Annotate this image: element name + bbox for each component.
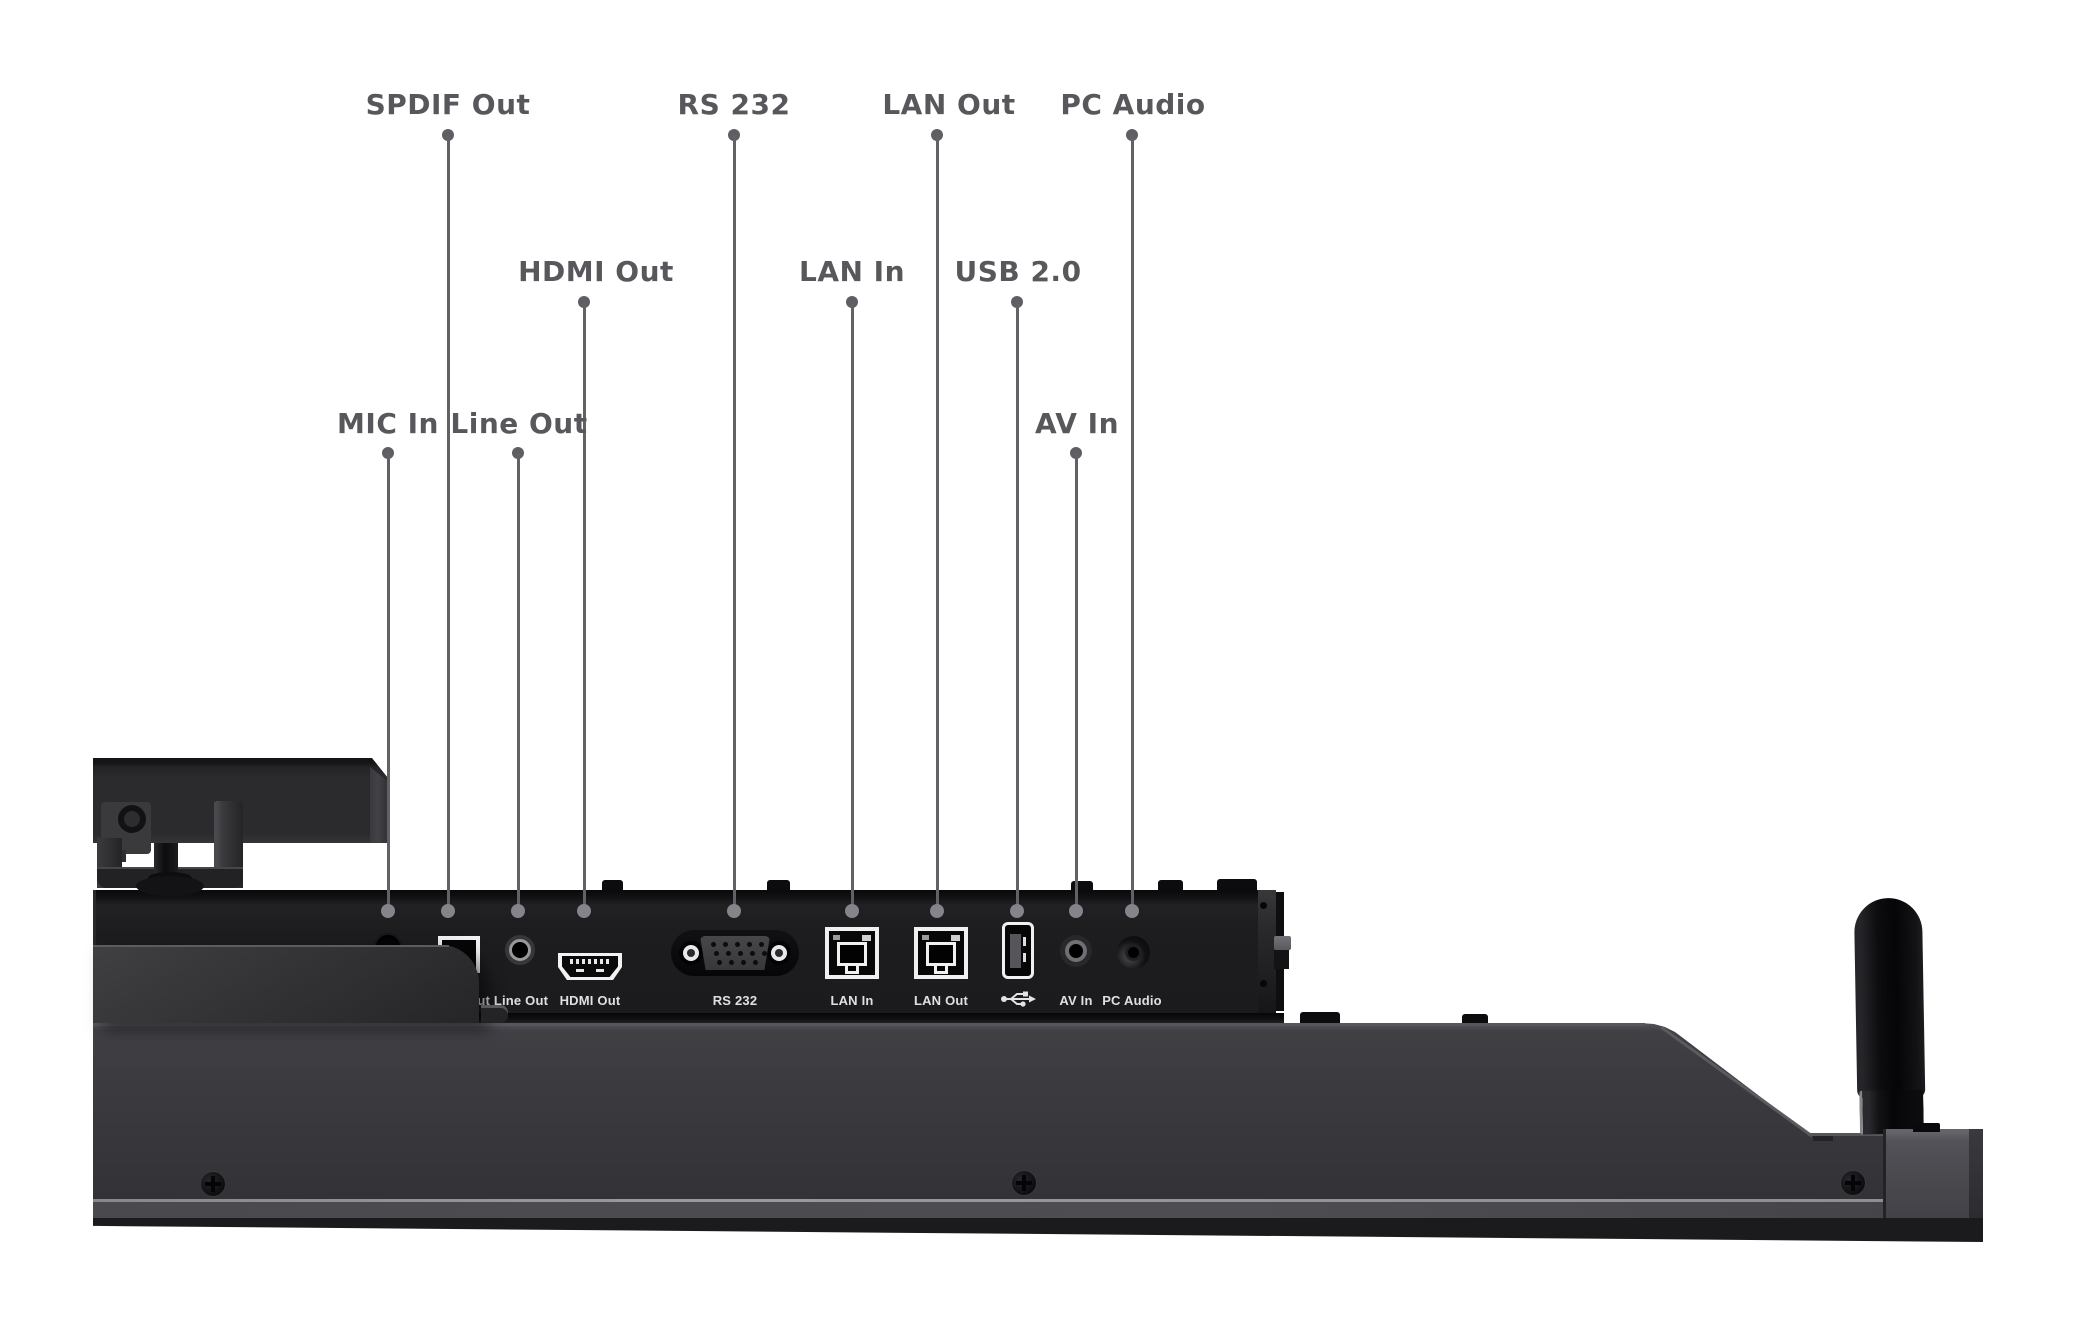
antenna-body [1853, 897, 1926, 1099]
body-bottom-dark-band [93, 1218, 1983, 1242]
body-bottom-highlight [93, 1199, 1983, 1202]
mount-base [136, 876, 204, 896]
line-out-jack [505, 935, 535, 965]
leader-line [446, 135, 450, 911]
hdmi-out-port [558, 953, 622, 980]
callout-end-dot [577, 904, 591, 918]
front-bezel-foot [481, 1008, 508, 1023]
port-label-pc-audio: PC Audio [1102, 993, 1162, 1008]
screw-icon [1260, 980, 1267, 987]
port-label-lan-out: LAN Out [913, 993, 969, 1008]
lan-out-port [914, 927, 968, 979]
callout-end-dot [1125, 904, 1139, 918]
leader-line [1074, 453, 1078, 911]
camera-soundbar-end [370, 766, 388, 843]
leader-line [386, 453, 390, 911]
callout-label-av-in: AV In [1034, 407, 1120, 440]
callout-end-dot [381, 904, 395, 918]
antenna-base-tab [1913, 1123, 1940, 1132]
lan-in-port [825, 927, 879, 979]
callout-end-dot [441, 904, 455, 918]
callout-end-dot [727, 904, 741, 918]
bar-tab [602, 880, 623, 891]
callout-label-hdmi-out: HDMI Out [518, 255, 674, 288]
body-top-edge [93, 1023, 1645, 1026]
latch-clip-lower [1274, 950, 1289, 969]
callout-label-usb: USB 2.0 [954, 255, 1082, 288]
port-label-av-in: AV In [1059, 993, 1093, 1008]
port-label-lan-in: LAN In [830, 993, 874, 1008]
callout-label-lan-out: LAN Out [882, 88, 1016, 121]
ports-bar-shadow [93, 1013, 1284, 1023]
rs232-dsub [700, 936, 770, 970]
callout-end-dot [1069, 904, 1083, 918]
screw-icon [1011, 1170, 1037, 1196]
display-body [93, 1023, 1883, 1199]
front-bezel [93, 945, 479, 1023]
av-in-jack [1060, 935, 1092, 967]
leader-line [850, 302, 854, 911]
body-ledge-edge [1808, 1133, 1885, 1136]
port-label-line-out: Line Out [493, 993, 549, 1008]
usb-icon [1001, 991, 1036, 1007]
callout-label-lan-in: LAN In [798, 255, 906, 288]
bar-tab [1217, 879, 1257, 891]
body-tab [1300, 1012, 1340, 1023]
callout-label-mic-in: MIC In [337, 407, 439, 440]
leader-line [732, 135, 736, 911]
body-tab [1462, 1014, 1488, 1023]
body-bottom-band [93, 1202, 1983, 1218]
port-label-hdmi: HDMI Out [559, 993, 621, 1008]
screw-icon [200, 1171, 226, 1197]
screw-icon [1260, 902, 1267, 909]
bar-tab [767, 880, 790, 892]
bar-tab [1158, 880, 1183, 891]
antenna-base-block-side [1969, 1129, 1983, 1218]
callout-label-pc-audio: PC Audio [1060, 88, 1206, 121]
bar-tab [1071, 881, 1093, 890]
port-label-rs232: RS 232 [712, 993, 758, 1008]
leader-line [582, 302, 586, 911]
callout-end-dot [930, 904, 944, 918]
rs232-screw-left [679, 941, 703, 965]
callout-label-line-out: Line Out [450, 407, 588, 440]
wifi-antenna [1846, 891, 1940, 1139]
leader-line [935, 135, 939, 911]
callout-label-spdif-out: SPDIF Out [365, 88, 531, 121]
pc-audio-jack [1117, 936, 1150, 969]
body-ledge-notch [1813, 1136, 1833, 1141]
callout-end-dot [845, 904, 859, 918]
callout-end-dot [1010, 904, 1024, 918]
leader-line [1130, 135, 1134, 911]
leader-line [1015, 302, 1019, 911]
usb-port [1002, 922, 1034, 979]
screw-icon [1840, 1170, 1866, 1196]
callout-label-rs232: RS 232 [677, 88, 791, 121]
rs232-screw-right [767, 941, 791, 965]
callout-end-dot [511, 904, 525, 918]
latch-clip [1274, 936, 1291, 950]
leader-line [516, 453, 520, 911]
antenna-base-block [1883, 1129, 1983, 1218]
